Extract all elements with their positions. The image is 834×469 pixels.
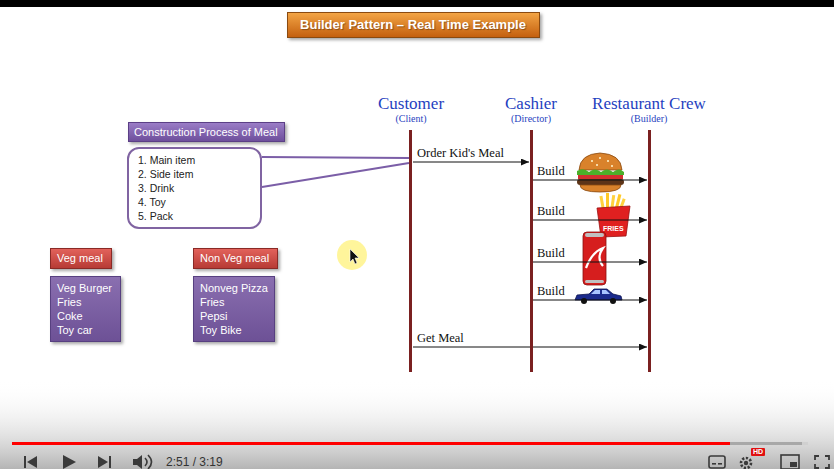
message-label: Build (537, 246, 565, 260)
box-text: 5. Pack (138, 209, 248, 223)
box-text: Veg meal (57, 252, 105, 265)
box-text: Toy car (57, 323, 114, 337)
message-label: Build (537, 204, 565, 218)
box-text: Nonveg Pizza (200, 281, 268, 295)
box-text: Fries (57, 295, 114, 309)
box-text: 4. Toy (138, 195, 248, 209)
toy-car-icon (575, 289, 622, 304)
message-arrow (413, 162, 529, 163)
burger-icon (577, 153, 624, 192)
step-list-box: 1. Main item2. Side item3. Drink4. Toy5.… (127, 147, 262, 229)
box-text: 2. Side item (138, 167, 248, 181)
package-print: FRIES (603, 225, 624, 233)
hd-badge: HD (751, 448, 765, 456)
drink-can-icon (583, 232, 606, 285)
progress-bar (12, 442, 808, 445)
message-arrow (533, 180, 647, 181)
player-shade (0, 380, 834, 469)
title-text: Builder Pattern – Real Time Example (300, 13, 527, 37)
cursor-highlight (337, 240, 367, 270)
meal-items-box: Veg BurgerFriesCokeToy car (50, 276, 121, 342)
box-text: Non Veg meal (200, 252, 271, 265)
box-text: 3. Drink (138, 181, 248, 195)
lifeline-bar (648, 130, 651, 372)
actor-role: (Client) (378, 113, 444, 124)
callout-line (262, 157, 409, 187)
title-banner: Builder Pattern – Real Time Example (287, 12, 540, 38)
actor-name: Customer (378, 94, 444, 113)
actor-name: Restaurant Crew (592, 94, 706, 113)
message-label: Build (537, 164, 565, 178)
message-arrow (533, 220, 647, 221)
meal-type-box: Veg meal (50, 248, 112, 269)
actor-role: (Builder) (592, 113, 706, 124)
actor-role: (Director) (505, 113, 557, 124)
box-text: Veg Burger (57, 281, 114, 295)
box-text: Construction Process of Meal (134, 125, 279, 139)
message-label: Get Meal (417, 331, 464, 345)
actor-name: Cashier (505, 94, 557, 113)
lifeline-bar (530, 130, 533, 372)
box-text: Pepsi (200, 309, 268, 323)
fries-icon (597, 193, 630, 237)
builder-lifeline: Restaurant Crew(Builder) (592, 94, 706, 372)
top-bar (0, 0, 834, 7)
meal-type-box: Non Veg meal (193, 248, 278, 269)
time-display: 2:51 / 3:19 (166, 455, 223, 469)
player-controls (24, 455, 829, 469)
client-lifeline: Customer(Client) (378, 94, 444, 372)
box-text: Coke (57, 309, 114, 323)
box-text: 1. Main item (138, 153, 248, 167)
process-heading-box: Construction Process of Meal (128, 122, 285, 142)
message-arrow (533, 262, 647, 263)
box-text: Toy Bike (200, 323, 268, 337)
message-arrow (533, 300, 647, 301)
message-label: Order Kid's Meal (417, 146, 504, 160)
message-label: Build (537, 284, 565, 298)
meal-items-box: Nonveg PizzaFriesPepsiToy Bike (193, 276, 275, 342)
lifeline-bar (409, 130, 412, 372)
director-lifeline: Cashier(Director) (505, 94, 557, 372)
box-text: Fries (200, 295, 268, 309)
